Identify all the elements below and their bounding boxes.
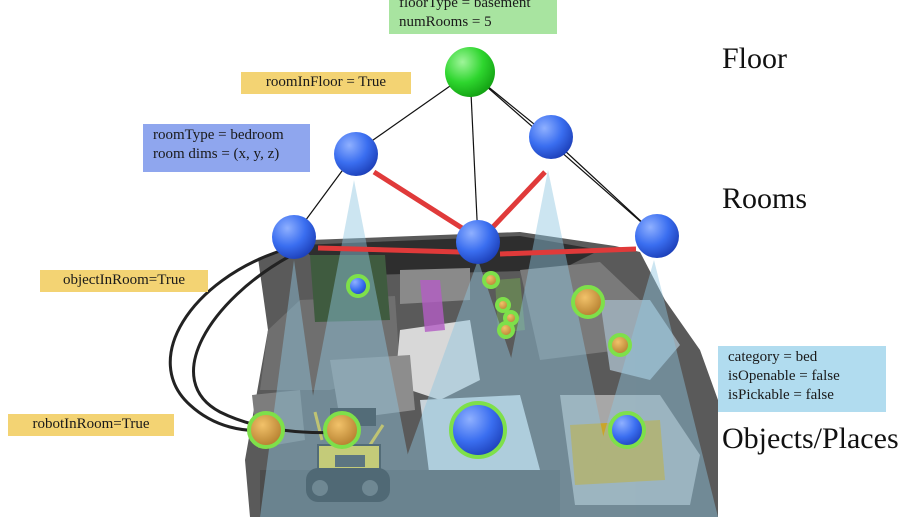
room-nodes	[272, 115, 679, 264]
level-title-floor: Floor	[722, 42, 788, 75]
is-openable-attr: isOpenable = false	[728, 368, 840, 384]
is-pickable-attr: isPickable = false	[728, 387, 834, 403]
room-node	[635, 214, 679, 258]
object-node	[571, 285, 605, 319]
object-in-room-label: objectInRoom=True	[40, 270, 208, 292]
object-node	[497, 321, 515, 339]
level-title-rooms: Rooms	[722, 182, 808, 215]
object-node	[482, 271, 500, 289]
object-attributes-box: category = bed isOpenable = false isPick…	[718, 346, 886, 412]
category-attr: category = bed	[728, 349, 818, 365]
room-adjacency-edges	[317, 169, 637, 257]
object-node	[346, 274, 370, 298]
object-node	[247, 411, 285, 449]
object-nodes	[247, 271, 646, 459]
floor-type-attr: floorType = basement	[399, 0, 531, 11]
room-node	[272, 215, 316, 259]
room-type-attr: roomType = bedroom	[153, 127, 284, 143]
robot	[306, 408, 390, 502]
room-node	[456, 220, 500, 264]
room-attributes-box: roomType = bedroom room dims = (x, y, z)	[143, 124, 310, 172]
num-rooms-attr: numRooms = 5	[399, 14, 492, 30]
floor-node	[445, 47, 495, 97]
room-node	[529, 115, 573, 159]
robot-in-room-label: robotInRoom=True	[8, 414, 174, 436]
object-node	[608, 333, 632, 357]
room-node	[334, 132, 378, 176]
room-dims-attr: room dims = (x, y, z)	[153, 146, 280, 162]
object-node	[323, 411, 361, 449]
floor-attributes-box: floorType = basement numRooms = 5	[389, 0, 557, 34]
level-title-objects: Objects/Places	[722, 422, 899, 455]
object-node	[449, 401, 507, 459]
object-node	[608, 411, 646, 449]
object-node	[495, 297, 511, 313]
room-in-floor-label: roomInFloor = True	[241, 72, 411, 94]
membership-curves	[168, 248, 343, 435]
